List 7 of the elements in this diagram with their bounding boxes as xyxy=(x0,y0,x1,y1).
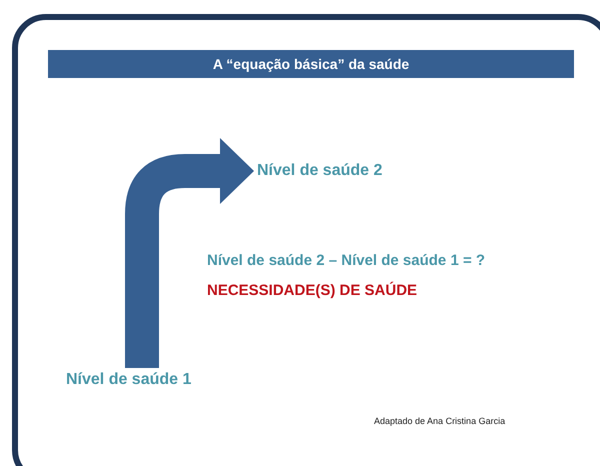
equation-text: Nível de saúde 2 – Nível de saúde 1 = ? xyxy=(207,252,486,269)
credit-note: Adaptado de Ana Cristina Garcia xyxy=(374,416,506,426)
level-label: Nível de saúde 2 xyxy=(257,159,382,183)
result-text: NECESSIDADE(S) DE SAÚDE xyxy=(207,282,418,299)
level-label: Nível de saúde 1 xyxy=(66,368,192,392)
title-bar: A “equação básica” da saúde xyxy=(48,50,574,78)
bent-arrow xyxy=(125,138,254,368)
